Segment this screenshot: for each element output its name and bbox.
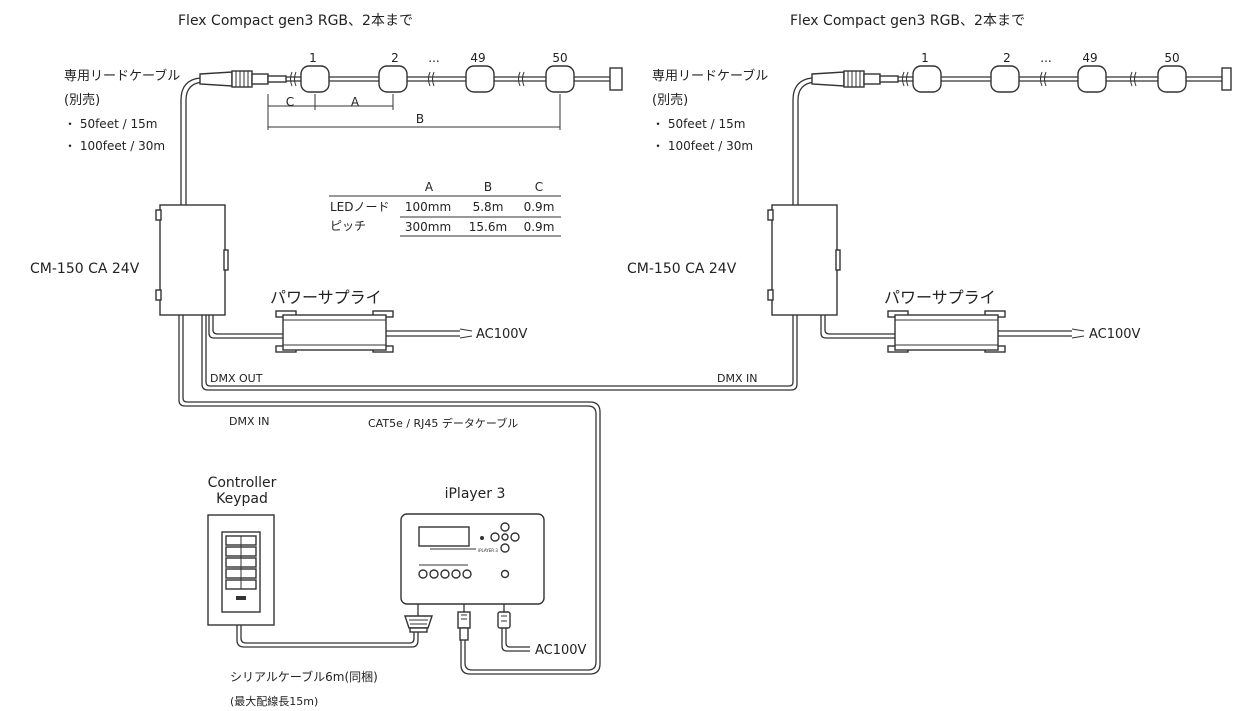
lead-cable-note-left: (別売): [64, 92, 100, 108]
pitch-row-label-2: ピッチ: [330, 219, 366, 233]
power-supply-label-right: パワーサプライ: [884, 288, 996, 307]
psu-to-controller-wire-left: [208, 315, 283, 339]
node-label-2-left: 2: [391, 51, 399, 65]
iplayer-label: iPlayer 3: [445, 486, 506, 502]
power-supply-label-left: パワーサプライ: [270, 288, 382, 307]
pitch-header-c: C: [535, 180, 543, 194]
rj45-connector: [457, 611, 471, 641]
dmx-in-label-right: DMX IN: [717, 372, 757, 385]
strip-title-right: Flex Compact gen3 RGB、2本まで: [790, 13, 1025, 29]
dmx-in-label-left: DMX IN: [229, 415, 269, 428]
keypad-label-2: Keypad: [216, 491, 268, 507]
led-node-50-right: [1157, 65, 1187, 93]
dimension-lines: [267, 94, 561, 130]
lead-cable-opt1-left: ・ 50feet / 15m: [64, 117, 157, 131]
psu-to-controller-wire-right: [820, 315, 895, 339]
pitch-r2-b: 15.6m: [469, 220, 507, 234]
keypad-label-1: Controller: [208, 475, 277, 491]
node-label-50-right: 50: [1164, 51, 1179, 65]
led-node-2-left: [378, 65, 408, 93]
pitch-r2-a: 300mm: [405, 220, 451, 234]
node-label-1-left: 1: [309, 51, 317, 65]
controller-label-left: CM-150 CA 24V: [30, 261, 140, 277]
node-label-ellipsis-left: ...: [428, 51, 439, 65]
dmx-out-cable: [201, 315, 798, 391]
iplayer-3-unit: [400, 513, 545, 605]
led-node-1-left: [300, 65, 330, 93]
pitch-header-a: A: [425, 180, 434, 194]
led-node-50-left: [545, 65, 575, 93]
dmx-out-label: DMX OUT: [210, 372, 263, 385]
power-plug-connector: [497, 611, 511, 629]
lead-cable-title-left: 専用リードケーブル: [64, 68, 180, 84]
lead-cable-wire-right: [792, 77, 813, 205]
led-node-49-right: [1077, 65, 1107, 93]
cat5-cable-label: CAT5e / RJ45 データケーブル: [368, 416, 518, 430]
node-label-50-left: 50: [552, 51, 567, 65]
node-label-2-right: 2: [1003, 51, 1011, 65]
node-label-49-right: 49: [1082, 51, 1097, 65]
ac-label-right: AC100V: [1089, 327, 1141, 342]
dim-c-label: C: [286, 95, 294, 109]
strip-end-cap-right: [1221, 67, 1232, 91]
dmx-in-cable: [178, 315, 597, 671]
lead-connector-right: [811, 70, 899, 88]
pitch-table: A B C LEDノード ピッチ 100mm 5.8m 0.9m 300mm 1…: [329, 180, 561, 237]
pitch-r1-a: 100mm: [405, 200, 451, 214]
pitch-r2-c: 0.9m: [524, 220, 555, 234]
controller-label-right: CM-150 CA 24V: [627, 261, 737, 277]
node-label-1-right: 1: [921, 51, 929, 65]
power-supply-left: [275, 310, 394, 353]
controller-box-right: [767, 204, 841, 316]
lead-cable-opt2-left: ・ 100feet / 30m: [64, 139, 165, 153]
strip-title-left: Flex Compact gen3 RGB、2本まで: [178, 13, 413, 29]
lead-cable-wire-left: [180, 77, 201, 205]
serial-connector: [404, 615, 433, 633]
strip-end-cap-left: [609, 67, 623, 91]
pitch-r1-c: 0.9m: [524, 200, 555, 214]
serial-cable-label-1: シリアルケーブル6m(同梱): [230, 669, 378, 684]
pitch-row-label-1: LEDノード: [330, 200, 390, 214]
led-node-49-left: [465, 65, 495, 93]
node-label-ellipsis-right: ...: [1040, 51, 1051, 65]
lead-cable-note-right: (別売): [652, 92, 688, 108]
lead-cable-opt2-right: ・ 100feet / 30m: [652, 139, 753, 153]
dim-b-label: B: [416, 112, 424, 126]
led-node-2-right: [990, 65, 1020, 93]
ac-label-bottom: AC100V: [535, 643, 587, 658]
pitch-r1-b: 5.8m: [473, 200, 504, 214]
lead-cable-title-right: 専用リードケーブル: [652, 68, 768, 84]
serial-cable-label-2: (最大配線長15m): [230, 694, 318, 708]
pitch-header-b: B: [484, 180, 492, 194]
power-supply-right: [887, 310, 1006, 353]
controller-box-left: [155, 204, 229, 316]
lead-connector-left: [199, 70, 287, 88]
ac-label-left: AC100V: [476, 327, 528, 342]
dim-a-label: A: [351, 95, 360, 109]
iplayer-brand-text: iPLAYER 3: [478, 548, 498, 553]
serial-cable: [236, 625, 419, 648]
ac-cord-bottom: [501, 628, 530, 652]
led-node-1-right: [912, 65, 942, 93]
node-label-49-left: 49: [470, 51, 485, 65]
controller-keypad: [207, 514, 275, 626]
lead-cable-opt1-right: ・ 50feet / 15m: [652, 117, 745, 131]
